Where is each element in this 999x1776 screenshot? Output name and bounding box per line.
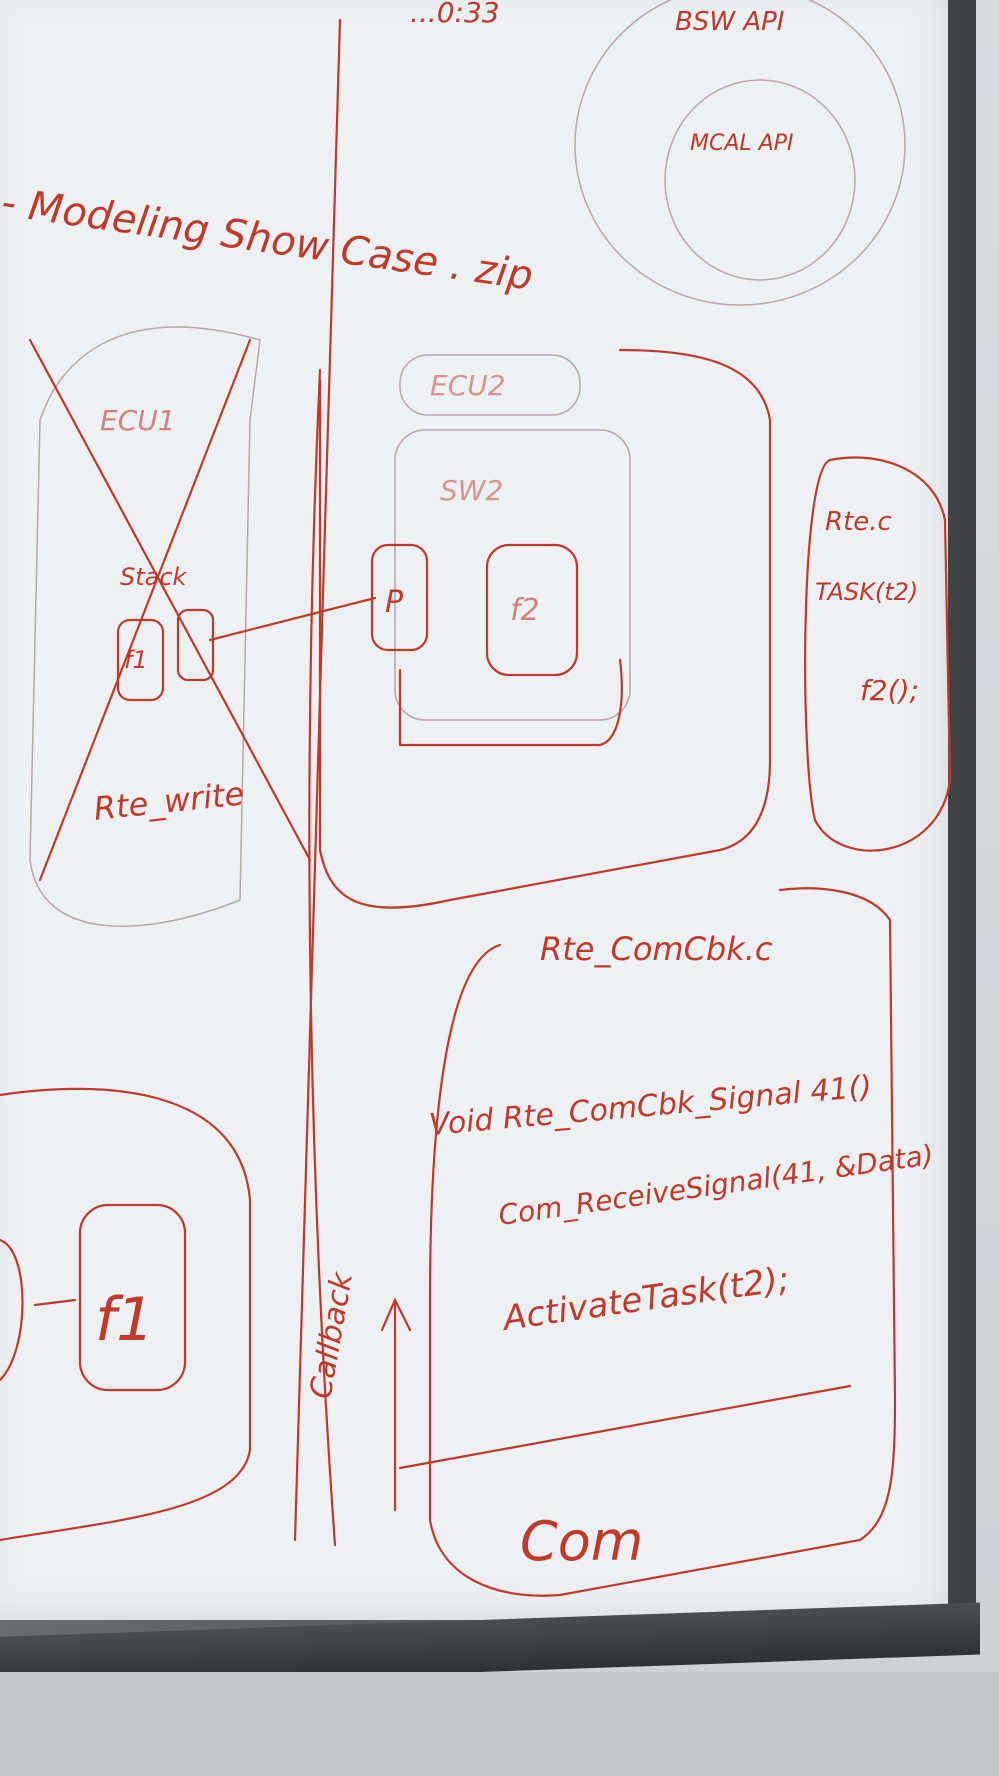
bsw-api-text: BSW API [675, 7, 784, 37]
top-partial-text: ...0:33 [410, 0, 500, 29]
task-t2-label: TASK(t2) [815, 578, 918, 606]
big-f1-label: f1 [95, 1285, 154, 1355]
ecu1-label: ECU1 [100, 404, 176, 437]
f2-call-label: f2(); [860, 674, 919, 707]
callback-arrow-head [380, 1297, 412, 1332]
heading-text: - Modeling Show Case . zip [0, 179, 536, 299]
ecu1-outline [29, 326, 261, 928]
f1-small-label: f1 [124, 646, 148, 674]
ecu2-label: ECU2 [430, 369, 506, 402]
whiteboard-surface [0, 0, 948, 1620]
lower-ecu-box [0, 1087, 252, 1542]
vertical-line-2 [308, 368, 337, 1547]
stack-label: Stack [120, 563, 188, 591]
rte-comcbk-box [428, 887, 897, 1597]
cross-line-1 [28, 338, 312, 862]
code-line-1: Void Rte_ComCbk_Signal 41() [428, 1069, 874, 1143]
bsw-circle [574, 0, 906, 306]
callback-label: Callback [303, 1268, 360, 1401]
p-port-box [370, 543, 429, 652]
p-port-label: P [385, 585, 404, 620]
code-line-2: Com_ReceiveSignal(41, &Data) [496, 1138, 935, 1232]
f1-connector [33, 1298, 77, 1307]
com-label: Com [520, 1510, 643, 1573]
f1-small-box [116, 618, 165, 702]
rte-c-label: Rte.c [825, 507, 892, 537]
sw2-box [394, 429, 631, 721]
com-divider [398, 1384, 852, 1470]
mcal-circle [664, 79, 856, 281]
big-f1-box [78, 1203, 187, 1392]
port-connection [208, 596, 377, 642]
left-partial-box [0, 1238, 24, 1382]
rte-c-box [804, 456, 952, 852]
p-small-box [176, 608, 215, 682]
sw2-label: SW2 [440, 474, 503, 507]
rte-comcbk-label: Rte_ComCbk.c [540, 930, 773, 968]
ecu2-box [318, 348, 772, 909]
rte-write-label: Rte_write [92, 774, 246, 828]
ecu2-oval [399, 354, 581, 416]
f2-box [485, 543, 579, 677]
below-board [0, 1672, 999, 1776]
f2-label: f2 [510, 593, 540, 628]
mcal-api-text: MCAL API [690, 131, 793, 156]
cross-line-2 [38, 338, 252, 882]
vertical-line-1 [293, 18, 342, 1542]
code-line-3: ActivateTask(t2); [499, 1259, 792, 1339]
sw2-bottom [398, 658, 623, 747]
